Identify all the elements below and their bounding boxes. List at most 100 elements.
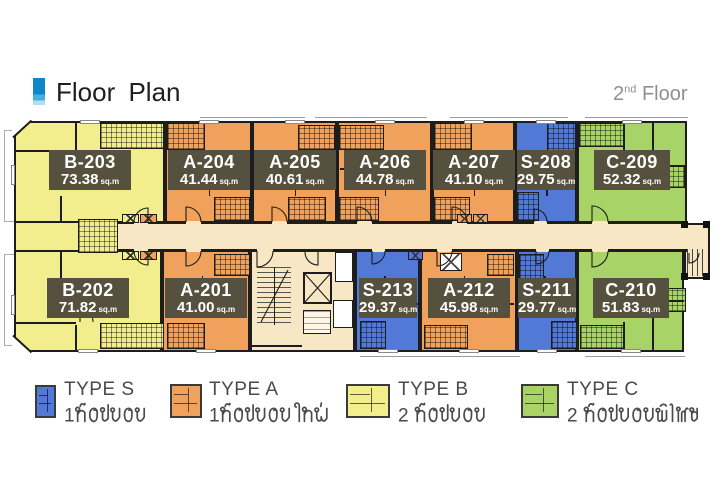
core-wall bbox=[252, 345, 302, 347]
window bbox=[284, 120, 305, 124]
thai-glyph bbox=[314, 407, 328, 422]
thai-glyph bbox=[293, 402, 301, 423]
thai-glyph bbox=[224, 402, 231, 408]
stair-column bbox=[681, 221, 688, 228]
thai-glyph bbox=[79, 402, 86, 408]
thai-glyph bbox=[279, 407, 291, 422]
legend-desc-text: 1 bbox=[209, 402, 328, 426]
door-gap bbox=[592, 221, 608, 225]
door-threshold bbox=[122, 214, 139, 223]
overhang-line bbox=[585, 356, 685, 358]
window bbox=[620, 349, 641, 353]
unit-id: A-201 bbox=[180, 280, 232, 300]
thai-glyph bbox=[428, 407, 438, 423]
balcony-hatch bbox=[214, 197, 250, 221]
legend-icon-type-a bbox=[170, 384, 202, 418]
balcony-hatch bbox=[424, 325, 468, 349]
interior-wall bbox=[60, 196, 62, 222]
unit-area-suffix: sq.m bbox=[484, 177, 504, 186]
stair-column bbox=[703, 221, 710, 228]
legend-desc-digit: 1 bbox=[64, 405, 75, 426]
unit-area: 51.83 bbox=[601, 299, 640, 316]
thai-glyph bbox=[583, 406, 595, 423]
door-gap bbox=[186, 221, 201, 225]
unit-area-suffix: sq.m bbox=[100, 177, 120, 186]
legend-icon-wall bbox=[350, 393, 370, 395]
interior-wall bbox=[16, 322, 76, 324]
balcony-hatch bbox=[580, 325, 625, 349]
thai-glyph bbox=[449, 407, 460, 422]
window bbox=[377, 349, 398, 353]
interior-wall bbox=[652, 300, 654, 350]
unit-id: A-206 bbox=[359, 152, 411, 172]
thai-glyph bbox=[254, 407, 266, 422]
legend-icon-wall bbox=[174, 402, 197, 404]
thai-glyph bbox=[233, 407, 243, 423]
window bbox=[78, 349, 98, 353]
unit-id: S-211 bbox=[522, 280, 572, 300]
thai-glyph bbox=[643, 407, 654, 422]
floor-suffix: nd bbox=[624, 83, 637, 96]
unit-area: 29.75 bbox=[517, 171, 555, 188]
thai-glyph bbox=[99, 403, 109, 422]
unit-id: B-202 bbox=[62, 280, 114, 300]
unit-id: A-207 bbox=[448, 152, 500, 172]
legend-icon-wall bbox=[371, 388, 373, 412]
thai-glyph bbox=[244, 403, 254, 422]
interior-wall bbox=[623, 322, 625, 352]
door-gap bbox=[186, 249, 201, 253]
unit-area: 29.37 bbox=[359, 299, 397, 316]
unit-area: 71.82 bbox=[58, 299, 97, 316]
overhang-line bbox=[200, 117, 305, 119]
window bbox=[198, 120, 219, 124]
overhang-line bbox=[360, 356, 520, 358]
unit-id: S-213 bbox=[362, 280, 414, 300]
thai-glyph bbox=[587, 402, 595, 408]
door-gap bbox=[534, 221, 547, 225]
balcony-hatch bbox=[487, 254, 514, 276]
legend-desc-text: 2 bbox=[567, 402, 698, 426]
door-threshold bbox=[122, 251, 139, 260]
unit-id: C-210 bbox=[605, 280, 657, 300]
legend-icon-type-c bbox=[521, 384, 559, 418]
unit-id: S-208 bbox=[520, 152, 572, 172]
legend-icon-type-s bbox=[35, 385, 56, 418]
corridor bbox=[118, 221, 688, 252]
window bbox=[536, 120, 556, 124]
unit-id: B-203 bbox=[64, 152, 116, 172]
unit-area-suffix: sq.m bbox=[557, 305, 577, 314]
door-gap bbox=[357, 221, 372, 225]
elevator-shaft bbox=[303, 272, 332, 304]
legend-icon-wall bbox=[39, 394, 49, 396]
door-threshold bbox=[140, 251, 157, 260]
thai-glyph bbox=[74, 406, 86, 423]
unit-id: A-205 bbox=[269, 152, 321, 172]
unit-area: 41.00 bbox=[176, 299, 215, 316]
legend-icon-wall bbox=[188, 388, 190, 412]
balcony-hatch bbox=[298, 125, 335, 150]
thai-glyph bbox=[474, 407, 485, 422]
door-threshold bbox=[140, 214, 157, 223]
thai-glyph bbox=[597, 407, 607, 423]
thai-glyph bbox=[463, 407, 473, 423]
stair-column bbox=[681, 273, 688, 280]
legend-type-label: TYPE B bbox=[398, 379, 469, 400]
thai-glyph bbox=[689, 407, 698, 422]
legend-type-label: TYPE S bbox=[64, 379, 135, 400]
unit-area-suffix: sq.m bbox=[305, 177, 325, 186]
unit-area: 44.78 bbox=[355, 171, 394, 188]
window bbox=[622, 120, 642, 124]
core-room-2 bbox=[333, 300, 353, 328]
door-gap bbox=[272, 221, 287, 225]
thai-glyph bbox=[319, 402, 323, 408]
overhang-line bbox=[315, 117, 427, 119]
thai-glyph bbox=[655, 407, 668, 423]
window bbox=[79, 120, 100, 124]
